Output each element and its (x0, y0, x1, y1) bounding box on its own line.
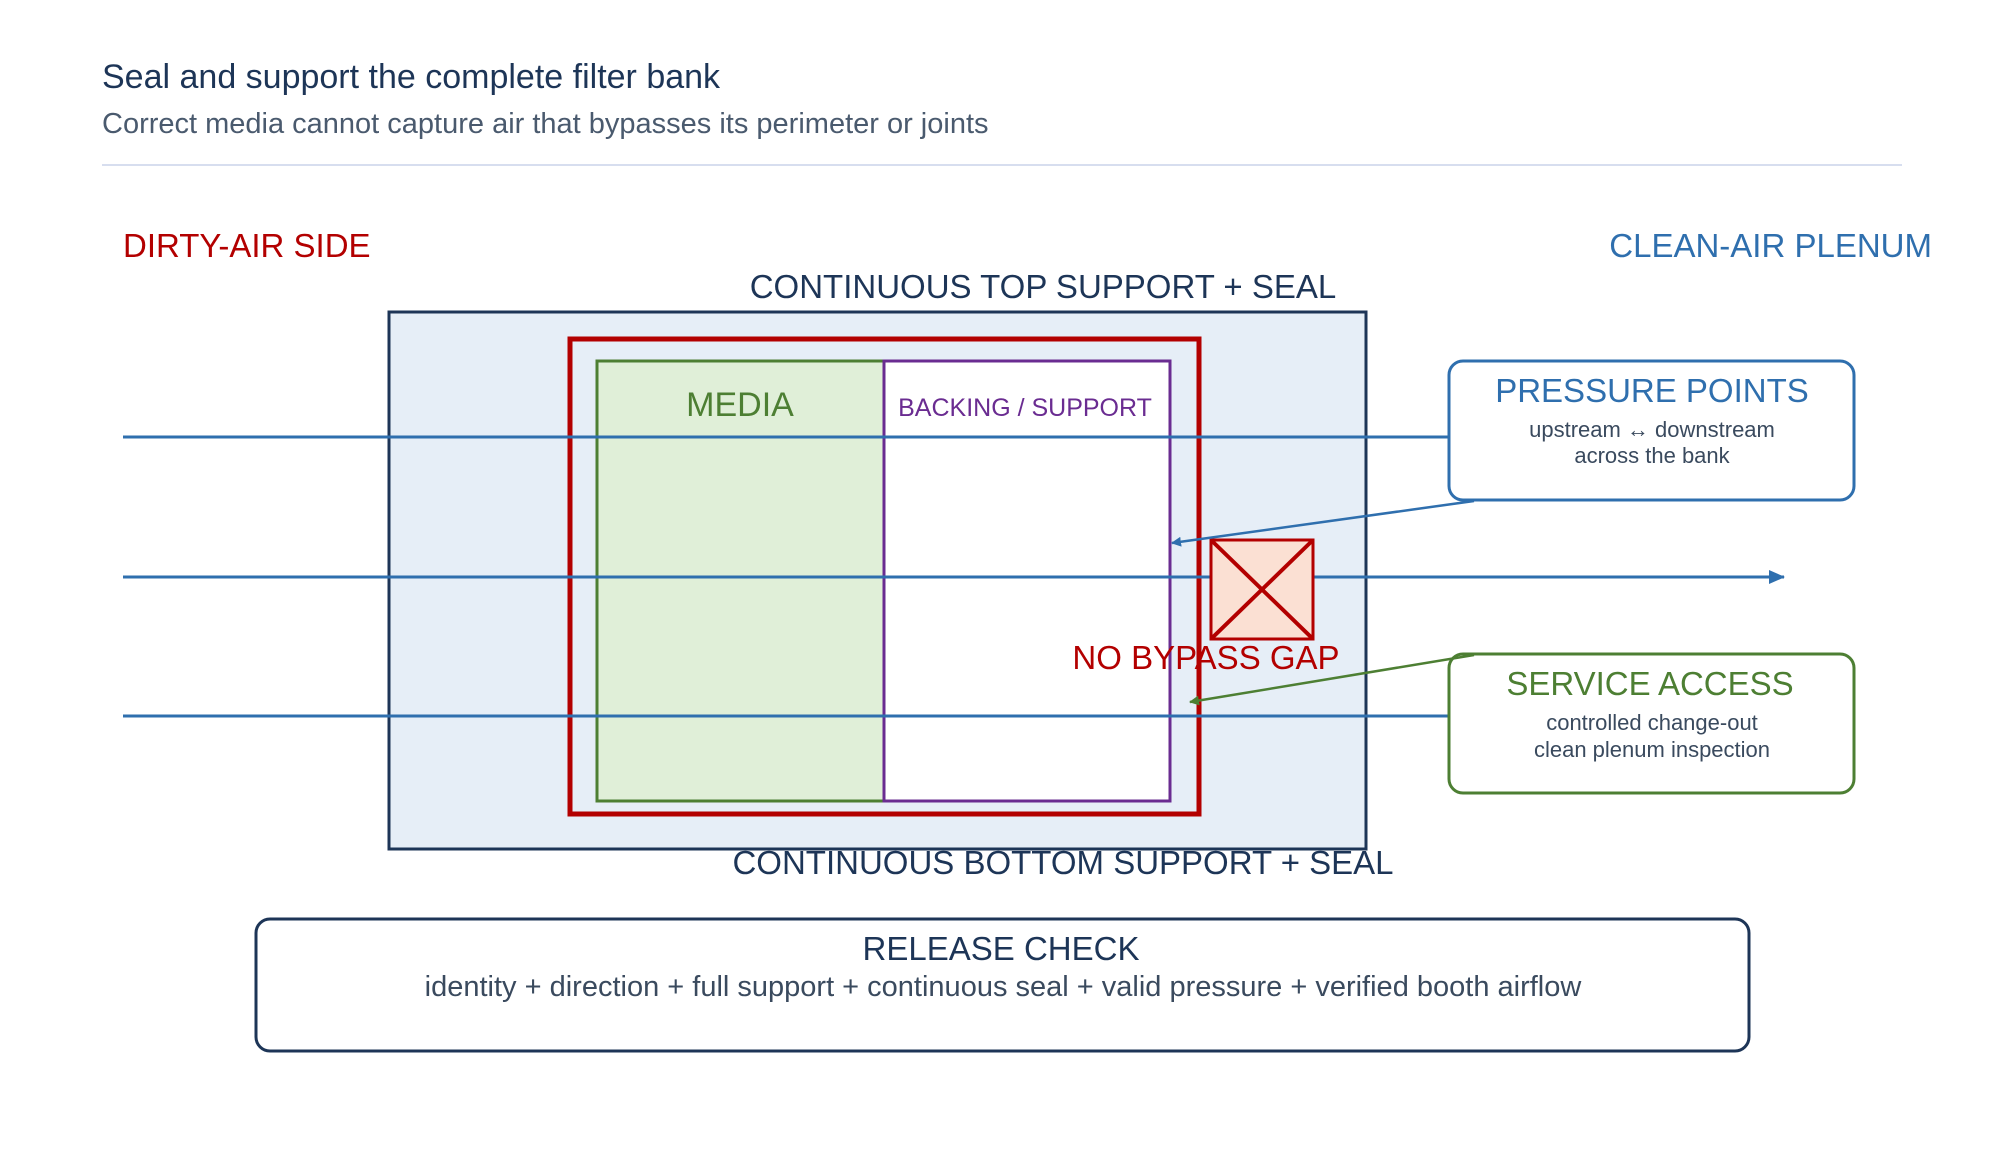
service-access-callout (1447, 652, 1856, 795)
clean-air-plenum-label: CLEAN-AIR PLENUM (1609, 227, 1932, 264)
bypass-gap-blocked-icon (1209, 538, 1315, 641)
pressure-points-title: PRESSURE POINTS (1495, 372, 1809, 409)
service-access-title: SERVICE ACCESS (1506, 665, 1793, 702)
page-title: Seal and support the complete filter ban… (102, 58, 721, 96)
release-check-text: identity + direction + full support + co… (425, 971, 1583, 1003)
backing-support-panel (882, 359, 1172, 803)
service-access-line2: clean plenum inspection (1534, 737, 1770, 762)
media-label: MEDIA (686, 386, 794, 424)
service-access-line1: controlled change-out (1546, 710, 1758, 735)
service-access-leader (1189, 653, 1475, 706)
dirty-air-side-label: DIRTY-AIR SIDE (123, 227, 371, 264)
bottom-support-label: CONTINUOUS BOTTOM SUPPORT + SEAL (732, 844, 1393, 881)
pressure-points-leader (1171, 499, 1475, 547)
media-panel (595, 359, 886, 803)
no-bypass-gap-label: NO BYPASS GAP (1072, 639, 1339, 676)
release-check-box (254, 917, 1751, 1053)
header-divider (102, 164, 1902, 166)
backing-support-label: BACKING / SUPPORT (898, 394, 1152, 422)
top-support-label: CONTINUOUS TOP SUPPORT + SEAL (750, 268, 1337, 305)
pressure-points-callout (1447, 359, 1856, 502)
page-subtitle: Correct media cannot capture air that by… (102, 108, 989, 140)
release-check-title: RELEASE CHECK (863, 930, 1140, 967)
pressure-points-line2: across the bank (1574, 443, 1730, 468)
pressure-points-line1: upstream ↔ downstream (1529, 417, 1775, 442)
